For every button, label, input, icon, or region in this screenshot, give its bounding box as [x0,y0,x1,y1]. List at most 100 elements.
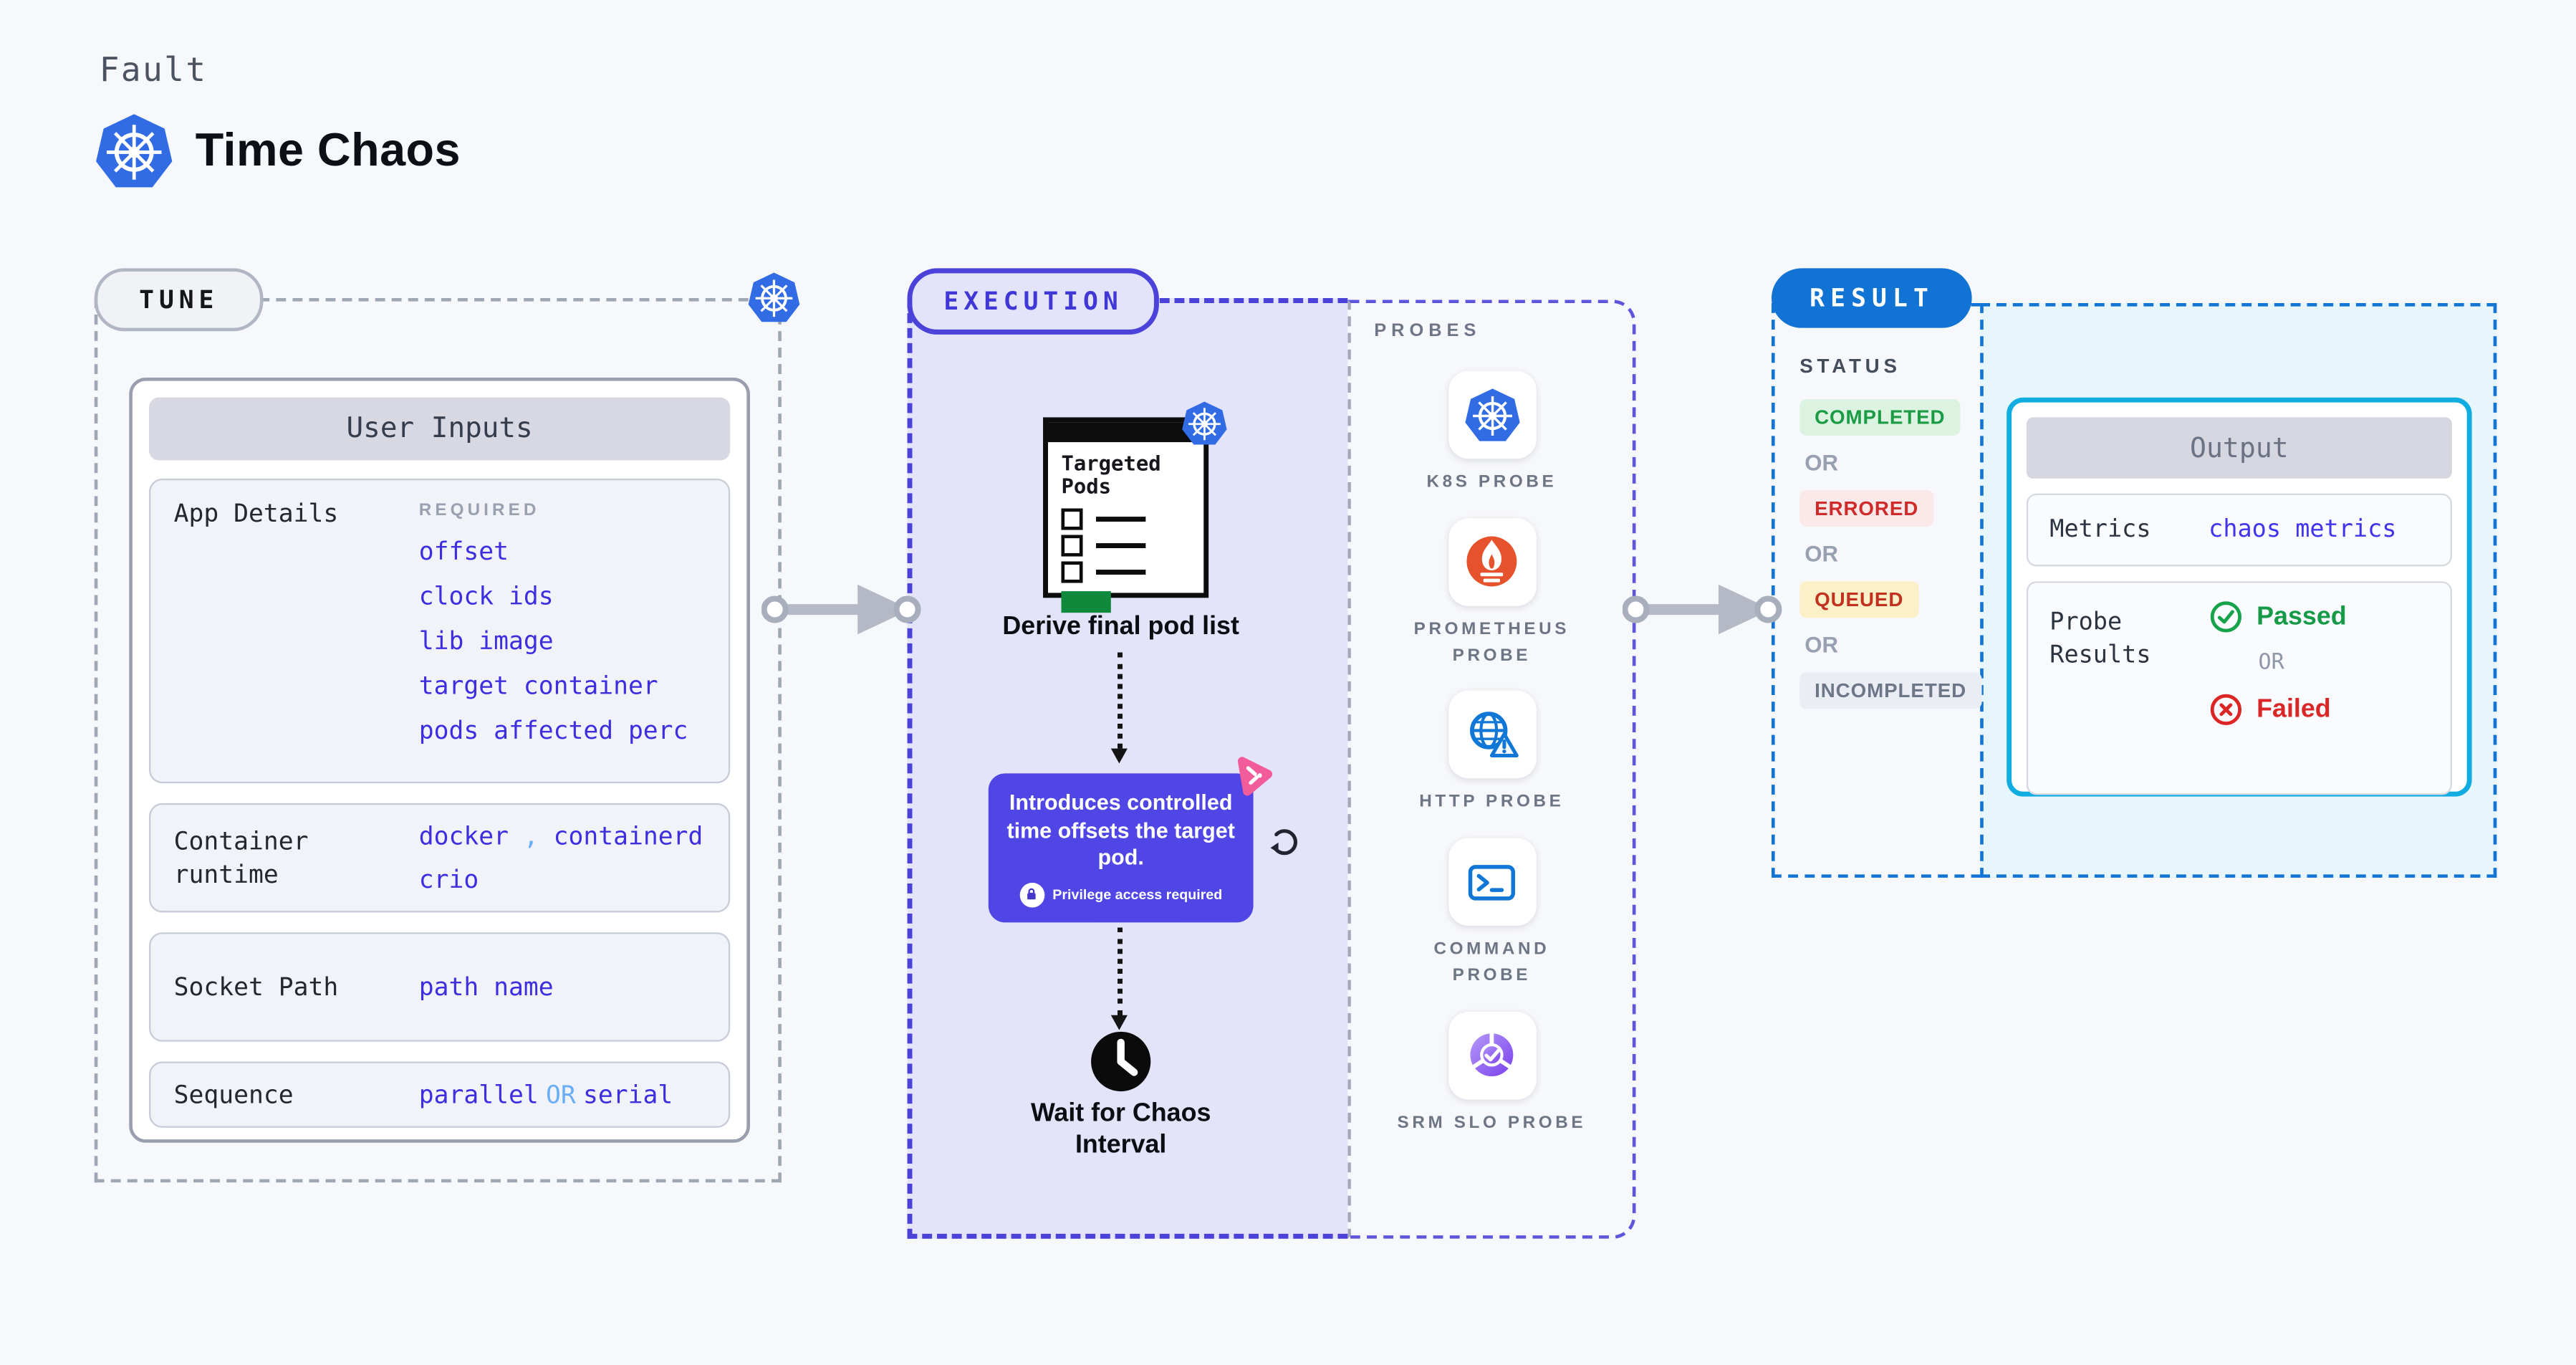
pod-card-header-bar [1047,422,1204,443]
x-circle-icon [2209,692,2244,727]
status-column: STATUS COMPLETED OR ERRORED OR QUEUED OR… [1799,355,1985,709]
tooltip-text: Introduces controlled time offsets the t… [1006,790,1235,870]
link-serial[interactable]: serial [583,1079,673,1110]
link-lib-image[interactable]: lib image [418,626,554,656]
link-containerd[interactable]: containerd [553,821,703,851]
status-badge-errored: ERRORED [1799,490,1934,527]
passed-label: Passed [2257,602,2347,631]
tune-section [94,298,782,1183]
or-separator: OR [1804,632,1839,658]
kubernetes-icon [749,272,800,323]
privilege-note-text: Privilege access required [1052,886,1223,903]
srm-slo-probe-card [1448,1010,1536,1099]
tune-to-execution-arrow [761,584,921,635]
output-card: Output Metrics chaos metrics Probe Resul… [2007,397,2472,797]
probe-item-command[interactable]: COMMAND PROBE [1393,838,1591,989]
probe-label: COMMAND PROBE [1433,939,1550,985]
k8s-probe-card [1448,370,1536,459]
derive-pod-list-label: Derive final pod list [1002,613,1239,641]
probe-label: SRM SLO PROBE [1397,1111,1587,1132]
kubernetes-icon [96,112,172,188]
app-details-card: App Details REQUIRED offset clock ids li… [149,478,731,784]
metrics-label: Metrics [2049,516,2151,543]
probe-item-prometheus[interactable]: PROMETHEUS PROBE [1393,517,1591,669]
socket-path-label: Socket Path [173,972,339,1002]
prometheus-icon [1462,532,1522,591]
checkbox-icon [1061,534,1083,556]
link-path-name[interactable]: path name [418,972,554,1002]
or-separator: OR [1804,541,1839,567]
targeted-pods-title: Targeted Pods [1061,450,1161,499]
status-title: STATUS [1799,354,1901,378]
wait-interval-label: Wait for Chaos Interval [1030,1099,1211,1160]
required-tag: REQUIRED [418,499,540,520]
checkbox-icon [1061,507,1083,530]
prometheus-probe-card [1448,517,1536,606]
probes-list: K8S PROBE PROMETHEUS PROBE HTTP PROBE CO… [1347,370,1635,1158]
pod-list-item [1061,507,1190,530]
container-runtime-label: Container runtime [173,825,309,890]
pod-line [1096,543,1146,547]
http-globe-icon [1462,705,1522,765]
link-parallel[interactable]: parallel [418,1079,539,1110]
failed-label: Failed [2257,694,2331,723]
probe-results-row: Probe Results Passed OR Failed [2026,581,2452,795]
link-pods-affected-perc[interactable]: pods affected perc [418,715,688,746]
link-offset[interactable]: offset [418,536,509,567]
srm-slo-icon [1462,1025,1522,1085]
execution-badge: EXECUTION [907,268,1160,335]
or-separator: OR [2258,651,2284,676]
probe-label: K8S PROBE [1426,471,1557,492]
user-inputs-title: User Inputs [149,397,731,461]
status-badge-incompleted: INCOMPLETED [1799,672,1981,709]
dotted-connector [1118,927,1123,1015]
pod-line [1096,570,1146,574]
targeted-pods-card: Targeted Pods [1043,417,1208,613]
or-keyword: OR [546,1079,576,1110]
status-badge-completed: COMPLETED [1799,398,1961,436]
page-header: Time Chaos [96,112,461,188]
failed-result: Failed [2209,692,2347,727]
sequence-label: Sequence [173,1079,294,1110]
privilege-note: Privilege access required [1001,881,1240,907]
or-separator: OR [1804,450,1839,476]
chaos-tooltip: Introduces controlled time offsets the t… [988,773,1254,922]
probe-label: HTTP PROBE [1419,792,1565,813]
kubernetes-icon [1182,401,1226,445]
passed-result: Passed [2209,600,2347,635]
link-docker[interactable]: docker [418,821,509,851]
probe-item-k8s[interactable]: K8S PROBE [1393,370,1591,497]
green-progress-bar [1061,590,1111,613]
link-clock-ids[interactable]: clock ids [418,581,554,611]
execution-to-result-arrow [1622,584,1782,635]
terminal-icon [1464,853,1520,910]
fault-kicker: Fault [99,49,208,90]
lock-icon [1019,881,1044,907]
comma-separator: , [523,821,539,851]
tune-badge: TUNE [94,268,264,332]
clock-icon [1087,1028,1153,1094]
command-probe-card [1448,838,1536,926]
checkbox-icon [1061,560,1083,583]
probe-item-http[interactable]: HTTP PROBE [1393,691,1591,816]
litmus-chaos-icon [1232,755,1274,797]
output-title: Output [2026,417,2452,479]
app-details-label: App Details [173,498,339,529]
container-runtime-card: Container runtime docker , containerd cr… [149,803,731,913]
probe-results-label: Probe Results [2049,609,2151,670]
probes-title: PROBES [1374,321,1481,342]
chaos-metrics-link[interactable]: chaos metrics [2209,517,2397,544]
user-inputs-panel: User Inputs App Details REQUIRED offset … [129,377,750,1143]
arrow-down-icon [1110,748,1128,764]
dotted-connector [1118,652,1123,749]
check-circle-icon [2209,600,2244,635]
link-target-container[interactable]: target container [418,671,658,701]
probe-item-srm-slo[interactable]: SRM SLO PROBE [1393,1010,1591,1136]
socket-path-card: Socket Path path name [149,932,731,1042]
retry-loop-icon [1265,823,1303,861]
link-crio[interactable]: crio [418,864,479,895]
probes-section [1347,300,1636,1239]
arrow-down-icon [1110,1015,1128,1030]
k8s-icon [1464,388,1519,442]
